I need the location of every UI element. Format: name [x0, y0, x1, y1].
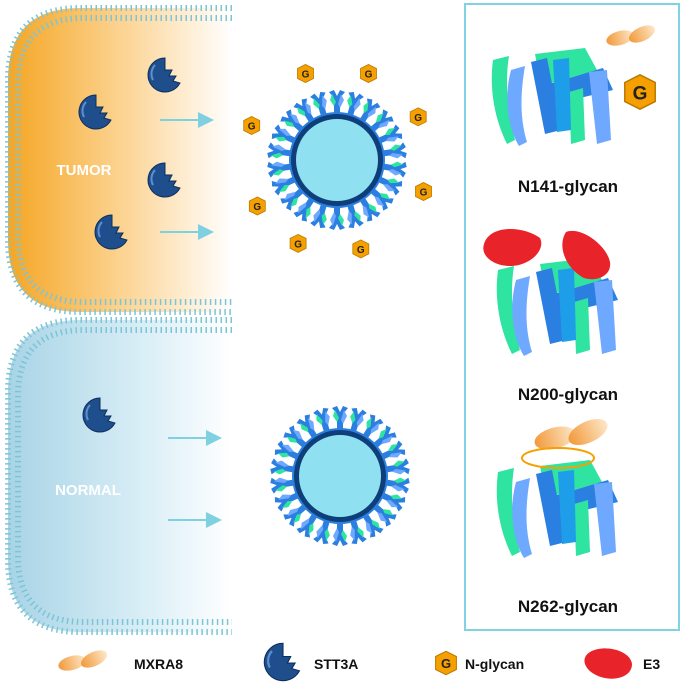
normal-cell: NORMAL — [5, 317, 232, 635]
n141-structure — [491, 21, 658, 146]
glycan-icon — [297, 64, 314, 83]
n200-structure — [483, 228, 618, 356]
arrow-icon — [168, 512, 222, 528]
mxra8-icon — [531, 413, 612, 454]
e3-icon — [584, 648, 632, 679]
virion-glycosylated — [243, 64, 432, 259]
normal-label: NORMAL — [55, 482, 121, 499]
legend-stt3a: STT3A — [314, 656, 358, 672]
glycan-icon — [360, 64, 377, 83]
glycan-icon — [409, 107, 427, 127]
arrow-icon — [160, 224, 214, 240]
e3-icon — [483, 228, 542, 266]
glycan-icon — [623, 73, 657, 111]
glycan-icon — [289, 233, 307, 253]
legend-n-glycan: N-glycan — [465, 656, 524, 672]
arrow-icon — [168, 430, 222, 446]
glycan-icon — [243, 116, 261, 135]
e3-icon — [562, 230, 611, 280]
arrow-icon — [160, 112, 214, 128]
glycan-icon — [434, 650, 458, 676]
virion-normal — [269, 406, 411, 546]
arrows — [160, 112, 222, 528]
stt3a-icon — [263, 642, 301, 682]
n141-label: N141-glycan — [518, 177, 618, 196]
glycan-panel: N141-glycan N200-glycan N262-glycan — [464, 3, 680, 631]
glycan-icon — [415, 182, 432, 201]
glycan-icon — [248, 196, 266, 216]
glycan-icon — [352, 239, 370, 259]
n262-label: N262-glycan — [518, 597, 618, 616]
legend: MXRA8 STT3A N-glycan E3 — [56, 642, 660, 682]
n200-label: N200-glycan — [518, 385, 618, 404]
tumor-cell: TUMOR — [5, 5, 232, 315]
mxra8-icon — [604, 21, 658, 49]
mxra8-icon — [56, 646, 110, 674]
legend-mxra8: MXRA8 — [134, 656, 183, 672]
legend-e3: E3 — [643, 656, 660, 672]
n262-structure — [496, 413, 618, 558]
tumor-label: TUMOR — [57, 162, 112, 179]
